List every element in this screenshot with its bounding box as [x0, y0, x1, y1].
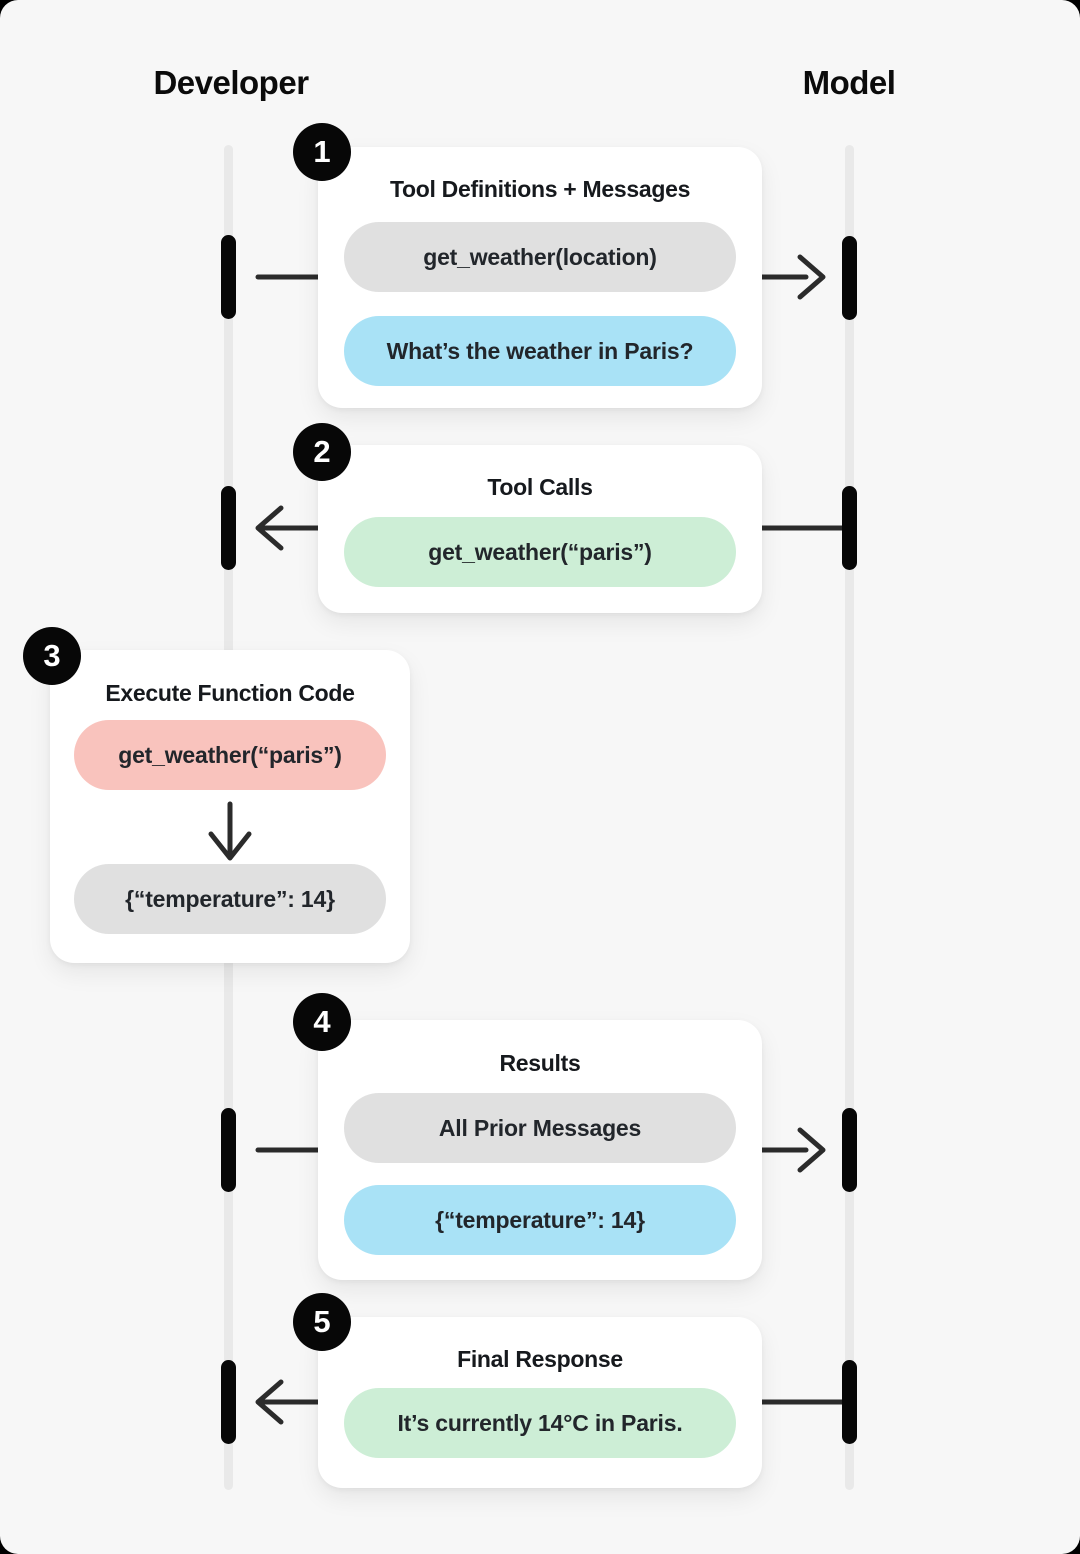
model-lifeline — [845, 145, 854, 1490]
model-activation-step1 — [842, 236, 857, 320]
developer-activation-step2 — [221, 486, 236, 570]
pill-function-invocation: get_weather(“paris”) — [74, 720, 386, 790]
pill-final-response: It’s currently 14°C in Paris. — [344, 1388, 736, 1458]
pill-tool-call: get_weather(“paris”) — [344, 517, 736, 587]
step-title: Tool Calls — [487, 474, 593, 500]
pill-result-message: {“temperature”: 14} — [344, 1185, 736, 1255]
developer-label: Developer — [153, 64, 309, 101]
pill-tool-definition: get_weather(location) — [344, 222, 736, 292]
step-badge-1: 1 — [293, 123, 351, 181]
step-title: Final Response — [457, 1346, 623, 1372]
step-card-tool-definitions: Tool Definitions + Messages get_weather(… — [318, 147, 762, 408]
step-title: Execute Function Code — [105, 680, 355, 706]
model-label: Model — [802, 64, 896, 101]
step-title: Results — [499, 1050, 581, 1076]
model-activation-step2 — [842, 486, 857, 570]
step-card-tool-calls: Tool Calls get_weather(“paris”) — [318, 445, 762, 613]
arrow-down-icon — [202, 800, 258, 869]
step-badge-2: 2 — [293, 423, 351, 481]
step-card-final-response: Final Response It’s currently 14°C in Pa… — [318, 1317, 762, 1488]
model-activation-step5 — [842, 1360, 857, 1444]
pill-user-message: What’s the weather in Paris? — [344, 316, 736, 386]
step-badge-3: 3 — [23, 627, 81, 685]
developer-activation-step1 — [221, 235, 236, 319]
step-card-execute-function: Execute Function Code get_weather(“paris… — [50, 650, 410, 963]
developer-activation-step5 — [221, 1360, 236, 1444]
step-title: Tool Definitions + Messages — [389, 176, 691, 202]
step-badge-4: 4 — [293, 993, 351, 1051]
pill-function-result: {“temperature”: 14} — [74, 864, 386, 934]
model-activation-step4 — [842, 1108, 857, 1192]
step-card-results: Results All Prior Messages {“temperature… — [318, 1020, 762, 1280]
step-badge-5: 5 — [293, 1293, 351, 1351]
developer-activation-step4 — [221, 1108, 236, 1192]
pill-prior-messages: All Prior Messages — [344, 1093, 736, 1163]
